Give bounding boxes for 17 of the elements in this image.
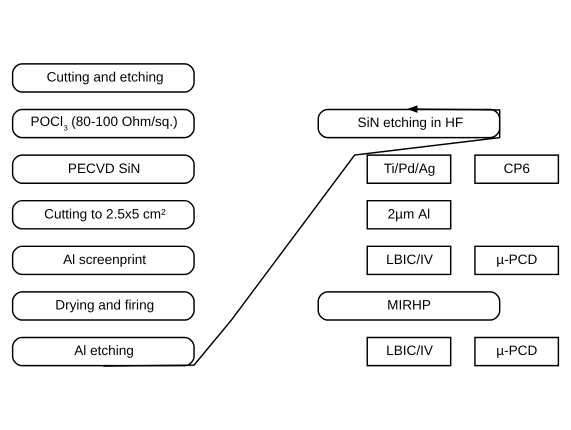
node-box: Ti/Pd/Ag xyxy=(366,154,452,184)
node-box: PECVD SiN xyxy=(12,154,195,184)
node-box: Cutting to 2.5x5 cm² xyxy=(12,200,195,230)
node-box: CP6 xyxy=(474,154,560,184)
node-box: Al screenprint xyxy=(12,246,195,276)
node-box: POCl$_{3}$ (80-100 Ohm/sq.) xyxy=(12,108,195,138)
node-box: LBIC/IV xyxy=(366,246,452,276)
node-box: µ-PCD xyxy=(474,336,560,366)
arrow xyxy=(103,105,500,367)
node-box: LBIC/IV xyxy=(366,336,452,366)
node-box: Al etching xyxy=(12,336,195,366)
node-box: Cutting and etching xyxy=(12,63,195,93)
node-box: µ-PCD xyxy=(474,246,560,276)
node-box: SiN etching in HF xyxy=(318,108,500,138)
node-box: Drying and firing xyxy=(12,291,195,321)
node-box: MIRHP xyxy=(318,291,500,321)
node-box: 2µm Al xyxy=(366,200,452,230)
